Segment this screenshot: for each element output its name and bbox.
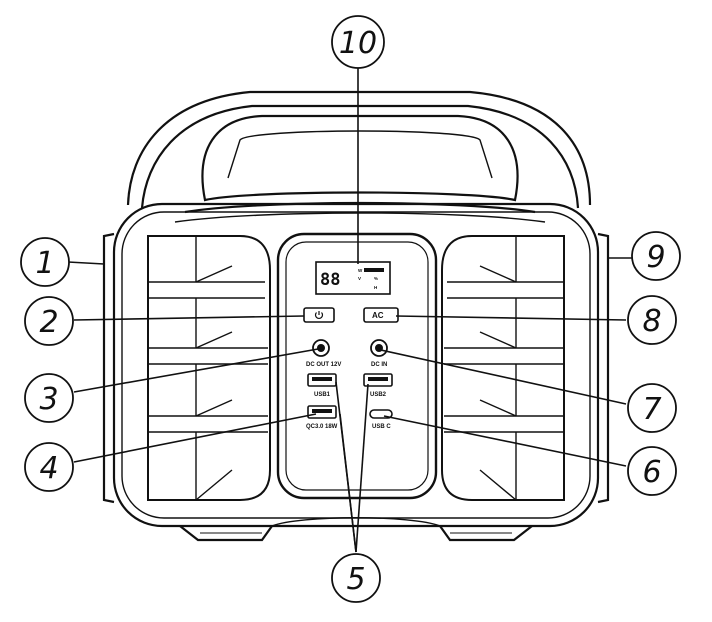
dc-out-label: DC OUT 12V — [306, 362, 341, 368]
control-panel: 88 W V % H AC DC OUT 12V — [276, 232, 438, 500]
ac-button-label: AC — [372, 311, 384, 320]
callout-9: 9 — [631, 231, 681, 281]
svg-text:2: 2 — [39, 305, 58, 340]
dc-in-label: DC IN — [371, 362, 387, 368]
lcd-display: 88 W V % H — [315, 261, 391, 295]
svg-text:10: 10 — [339, 26, 377, 61]
callout-1: 1 — [20, 237, 70, 287]
callout-6: 6 — [627, 446, 677, 496]
power-button[interactable] — [303, 307, 335, 323]
power-icon — [314, 311, 324, 319]
callout-7: 7 — [627, 383, 677, 433]
lcd-tag-percent: % — [374, 276, 378, 281]
svg-text:5: 5 — [346, 562, 365, 597]
device-body — [102, 202, 610, 542]
left-vent-panel — [147, 235, 271, 501]
svg-text:1: 1 — [35, 246, 54, 281]
svg-text:4: 4 — [39, 451, 58, 486]
dc-in-port[interactable]: DC IN — [370, 339, 388, 368]
callout-3: 3 — [24, 373, 74, 423]
usb2-label: USB2 — [370, 392, 387, 398]
callouts: 1 2 3 4 5 6 7 8 — [20, 15, 681, 603]
svg-text:3: 3 — [39, 382, 58, 417]
leader-lines — [67, 68, 634, 553]
lcd-tag-watts: W — [358, 268, 363, 273]
svg-text:6: 6 — [642, 455, 661, 490]
qc-port[interactable]: QC3.0 18W — [306, 405, 338, 430]
lcd-tag-volts: V — [358, 276, 361, 281]
qc-label: QC3.0 18W — [306, 424, 338, 430]
svg-text:9: 9 — [646, 240, 665, 275]
lcd-digits: 88 — [320, 270, 340, 290]
callout-10: 10 — [331, 15, 385, 69]
usbc-label: USB C — [372, 424, 391, 430]
usbc-port[interactable]: USB C — [369, 409, 393, 430]
callout-2: 2 — [24, 296, 74, 346]
svg-text:8: 8 — [642, 304, 661, 339]
svg-text:7: 7 — [642, 392, 661, 427]
callout-5: 5 — [331, 553, 381, 603]
ac-button[interactable]: AC — [363, 307, 399, 323]
carry-handle — [126, 90, 592, 223]
usb1-port[interactable]: USB1 — [307, 373, 337, 398]
dc-out-port[interactable]: DC OUT 12V — [306, 339, 341, 368]
callout-4: 4 — [24, 442, 74, 492]
usb2-port[interactable]: USB2 — [363, 373, 393, 398]
right-vent-panel — [441, 235, 565, 501]
usb1-label: USB1 — [314, 392, 331, 398]
callout-8: 8 — [627, 295, 677, 345]
lcd-tag-hours: H — [374, 285, 377, 290]
